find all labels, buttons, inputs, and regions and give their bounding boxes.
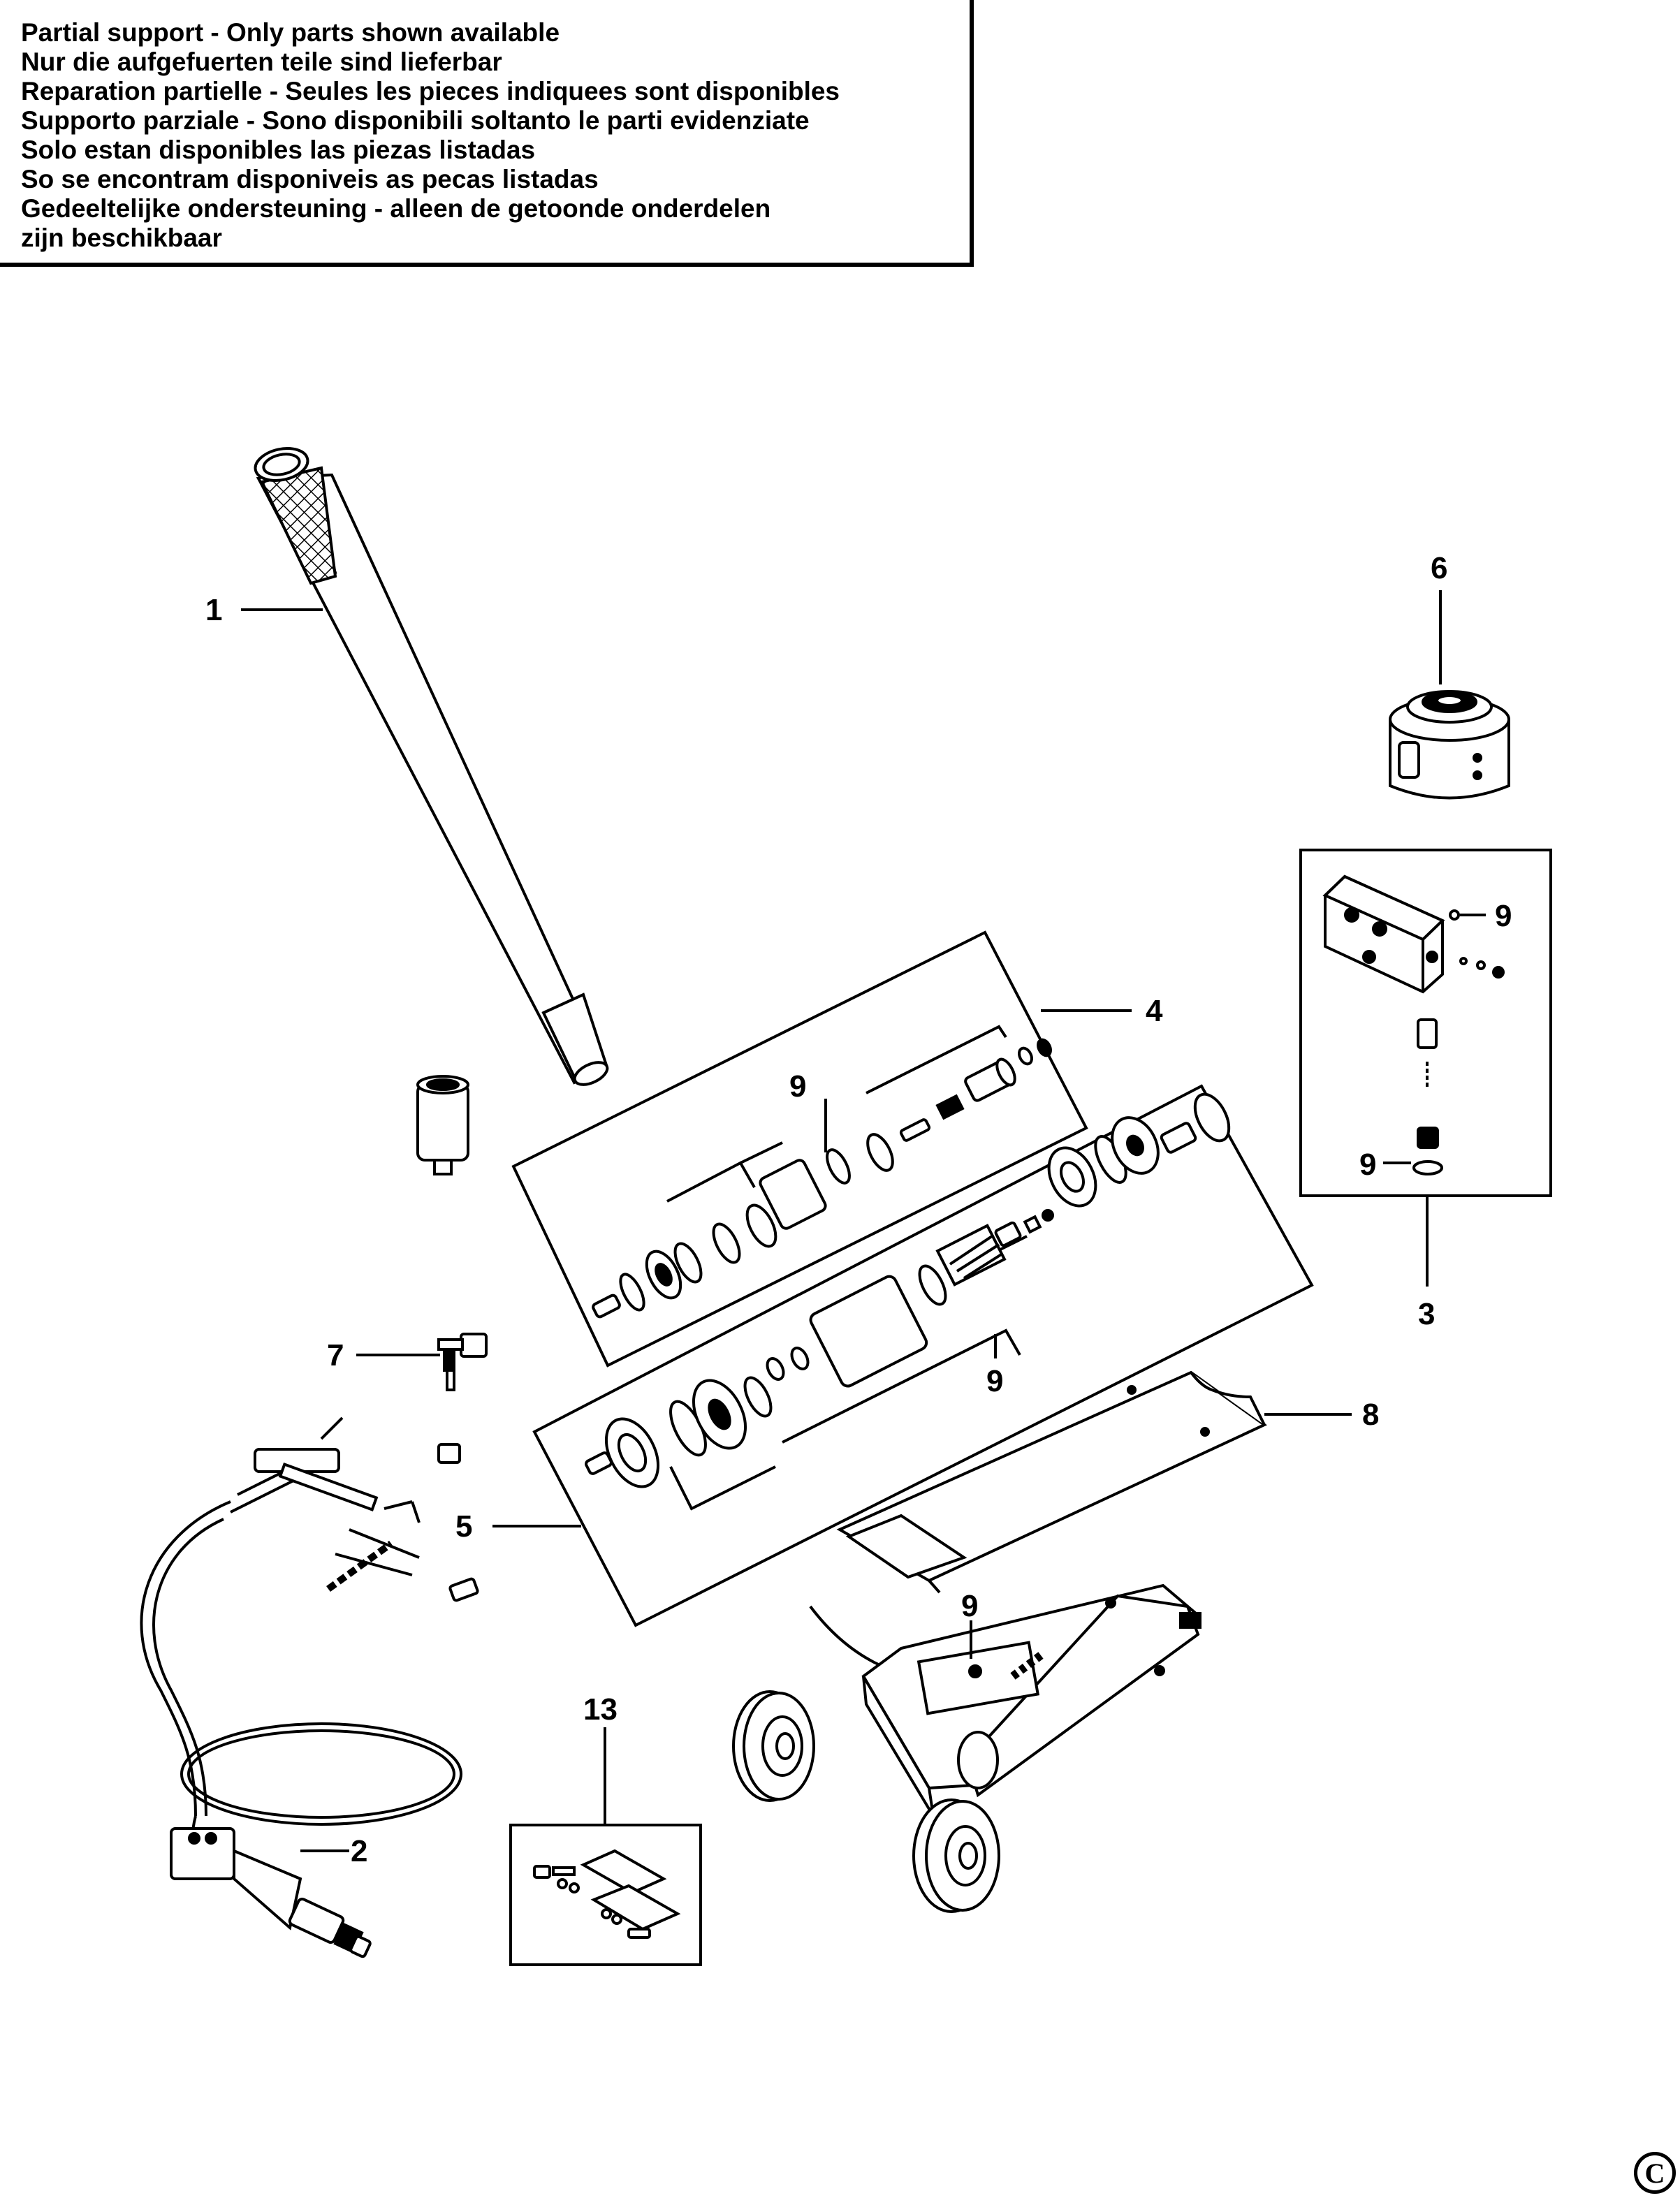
label-pump-kit: 4 [1146, 994, 1163, 1028]
notice-line-fr: Reparation partielle - Seules les pieces… [21, 77, 840, 105]
notice-line-de: Nur die aufgefuerten teile sind lieferba… [21, 47, 502, 76]
wheel-rear [912, 1798, 1000, 1913]
label-fitting: 7 [327, 1338, 344, 1372]
label-plate: 8 [1362, 1398, 1379, 1432]
jack-chassis-part [809, 1583, 1201, 1817]
notice-line-nl-1: Gedeeltelijke ondersteuning - alleen de … [21, 194, 771, 223]
notice-line-en: Partial support - Only parts shown avail… [21, 18, 560, 47]
release-valve-part [416, 1075, 469, 1175]
label-seal-chassis: 9 [961, 1589, 978, 1623]
label-handle: 1 [205, 593, 222, 627]
label-pins: 13 [583, 1692, 618, 1727]
label-ram-kit: 5 [455, 1509, 472, 1544]
notice-line-pt: So se encontram disponiveis as pecas lis… [21, 165, 599, 193]
hose-coupler [170, 1827, 372, 1958]
cylinder-part [1389, 690, 1510, 800]
notice-line-it: Supporto parziale - Sono disponibili sol… [21, 106, 810, 135]
label-cylinder: 6 [1431, 551, 1447, 585]
partial-support-notice: Partial support - Only parts shown avail… [0, 0, 974, 267]
ram-kit-part [585, 1092, 1231, 1511]
tee-fittings [437, 1443, 479, 1602]
label-seal-pump: 9 [789, 1069, 806, 1104]
pins-part [533, 1849, 681, 1939]
label-seal-ram: 9 [986, 1364, 1003, 1398]
notice-line-es: Solo estan disponibles las piezas listad… [21, 135, 536, 164]
label-valve-block: 3 [1418, 1297, 1435, 1331]
plate-part [836, 1370, 1267, 1594]
handle-part [254, 447, 609, 1086]
valve-block-part [1322, 874, 1505, 1175]
wheel-front [732, 1690, 815, 1802]
hose-part [140, 1416, 462, 1873]
label-seal-block-bottom: 9 [1359, 1148, 1376, 1182]
copyright-icon: C [1634, 2152, 1676, 2194]
pump-kit-part [592, 1025, 1052, 1319]
fitting-part [437, 1333, 488, 1391]
label-seal-block-top: 9 [1495, 899, 1512, 933]
label-hose: 2 [351, 1834, 367, 1868]
notice-line-nl-2: zijn beschikbaar [21, 224, 222, 252]
